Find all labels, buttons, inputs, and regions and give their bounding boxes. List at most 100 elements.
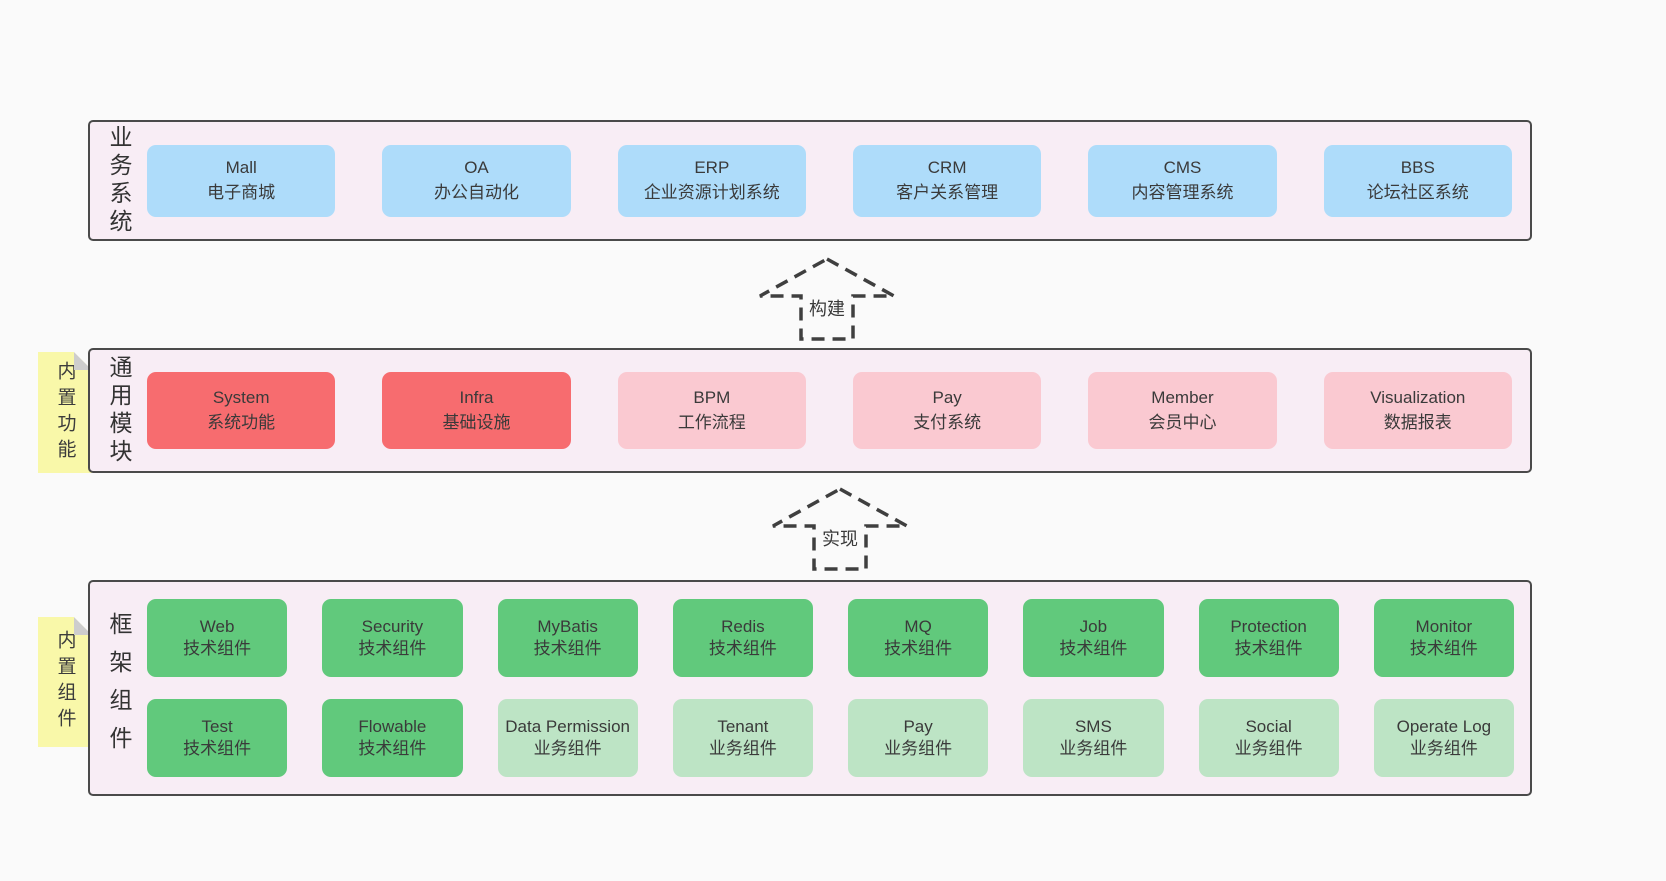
band-label-text: 业务系统 — [106, 124, 132, 237]
module-desc: 企业资源计划系统 — [643, 182, 780, 202]
module-box-bbs: BBS 论坛社区系统 — [1323, 144, 1512, 217]
folded-corner-icon — [74, 352, 92, 370]
module-box-pay: Pay 支付系统 — [852, 372, 1042, 449]
module-box-erp: ERP 企业资源计划系统 — [617, 144, 806, 217]
module-desc: 业务组件 — [1059, 739, 1128, 758]
module-name: Tenant — [717, 716, 769, 736]
module-name: CRM — [927, 157, 967, 177]
module-desc: 业务组件 — [884, 739, 953, 758]
module-box-cms: CMS 内容管理系统 — [1088, 144, 1277, 217]
module-box-protection: Protection 技术组件 — [1198, 599, 1339, 677]
module-name: Pay — [903, 716, 933, 736]
module-name: ERP — [694, 157, 730, 177]
band-label-common-modules: 通用模块 — [90, 350, 147, 471]
module-desc: 数据报表 — [1383, 412, 1452, 432]
module-desc: 技术组件 — [533, 639, 602, 658]
module-box-infra: Infra 基础设施 — [382, 372, 571, 449]
module-name: SMS — [1074, 716, 1112, 736]
module-desc: 办公自动化 — [433, 182, 519, 202]
module-name: Operate Log — [1396, 716, 1492, 736]
module-desc: 技术组件 — [884, 639, 953, 658]
band-label-framework-components: 框架组件 — [90, 582, 147, 794]
folded-corner-icon — [74, 617, 92, 635]
module-box-mq: MQ 技术组件 — [848, 599, 989, 677]
up-arrow-implement: 实现 — [770, 486, 910, 572]
module-name: MQ — [904, 616, 932, 636]
module-name: Flowable — [358, 716, 427, 736]
module-name: Job — [1079, 616, 1108, 636]
band-label-text: 通用模块 — [106, 354, 132, 467]
module-desc: 技术组件 — [358, 639, 427, 658]
module-name: Web — [199, 616, 235, 636]
module-box-crm: CRM 客户关系管理 — [852, 144, 1042, 217]
module-name: Redis — [721, 616, 765, 636]
module-desc: 系统功能 — [207, 412, 276, 432]
module-box-flowable: Flowable 技术组件 — [322, 699, 463, 777]
sticky-note-built-in-features: 内置功能 — [38, 352, 92, 473]
module-desc: 业务组件 — [708, 739, 777, 758]
module-box-visualization: Visualization 数据报表 — [1323, 372, 1512, 449]
module-desc: 会员中心 — [1148, 412, 1217, 432]
module-box-monitor: Monitor 技术组件 — [1373, 599, 1514, 677]
module-desc: 技术组件 — [358, 739, 427, 758]
module-box-security: Security 技术组件 — [322, 599, 463, 677]
module-name: Data Permission — [505, 716, 630, 736]
module-box-sms: SMS 业务组件 — [1023, 699, 1164, 777]
module-name: Monitor — [1415, 616, 1473, 636]
module-desc: 业务组件 — [1234, 739, 1303, 758]
module-name: Infra — [459, 387, 494, 407]
module-desc: 客户关系管理 — [896, 182, 999, 202]
module-desc: 技术组件 — [1234, 639, 1303, 658]
module-name: Security — [361, 616, 424, 636]
module-desc: 技术组件 — [1409, 639, 1478, 658]
module-desc: 技术组件 — [183, 639, 252, 658]
module-name: Pay — [932, 387, 962, 407]
module-box-pay: Pay 业务组件 — [848, 699, 989, 777]
module-box-mall: Mall 电子商城 — [147, 144, 336, 217]
module-box-member: Member 会员中心 — [1088, 372, 1277, 449]
module-name: Test — [201, 716, 233, 736]
module-desc: 支付系统 — [913, 412, 982, 432]
module-box-data-permission: Data Permission 业务组件 — [497, 699, 638, 777]
module-desc: 技术组件 — [183, 739, 252, 758]
arrow-label-build: 构建 — [806, 294, 848, 322]
arrow-label-implement: 实现 — [819, 524, 861, 552]
module-desc: 业务组件 — [533, 739, 602, 758]
module-name: Visualization — [1370, 387, 1466, 407]
module-box-social: Social 业务组件 — [1198, 699, 1339, 777]
sticky-note-built-in-components: 内置组件 — [38, 617, 92, 747]
band-label-text: 框架组件 — [106, 612, 132, 764]
module-desc: 业务组件 — [1409, 739, 1478, 758]
module-name: System — [212, 387, 270, 407]
module-desc: 内容管理系统 — [1131, 182, 1234, 202]
module-name: Social — [1245, 716, 1292, 736]
module-name: Protection — [1230, 616, 1307, 636]
module-box-system: System 系统功能 — [147, 372, 336, 449]
module-name: BBS — [1400, 157, 1435, 177]
module-desc: 基础设施 — [442, 412, 511, 432]
module-box-tenant: Tenant 业务组件 — [672, 699, 813, 777]
module-name: Mall — [225, 157, 257, 177]
module-name: CMS — [1163, 157, 1202, 177]
module-box-test: Test 技术组件 — [147, 699, 288, 777]
module-desc: 技术组件 — [1059, 639, 1128, 658]
module-desc: 工作流程 — [677, 412, 746, 432]
module-desc: 论坛社区系统 — [1366, 182, 1469, 202]
module-box-web: Web 技术组件 — [147, 599, 288, 677]
module-desc: 电子商城 — [207, 182, 276, 202]
band-label-business-systems: 业务系统 — [90, 122, 147, 239]
sticky-note-label: 内置组件 — [54, 630, 76, 734]
sticky-note-label: 内置功能 — [54, 360, 76, 465]
up-arrow-build: 构建 — [757, 256, 897, 342]
module-name: Member — [1151, 387, 1214, 407]
